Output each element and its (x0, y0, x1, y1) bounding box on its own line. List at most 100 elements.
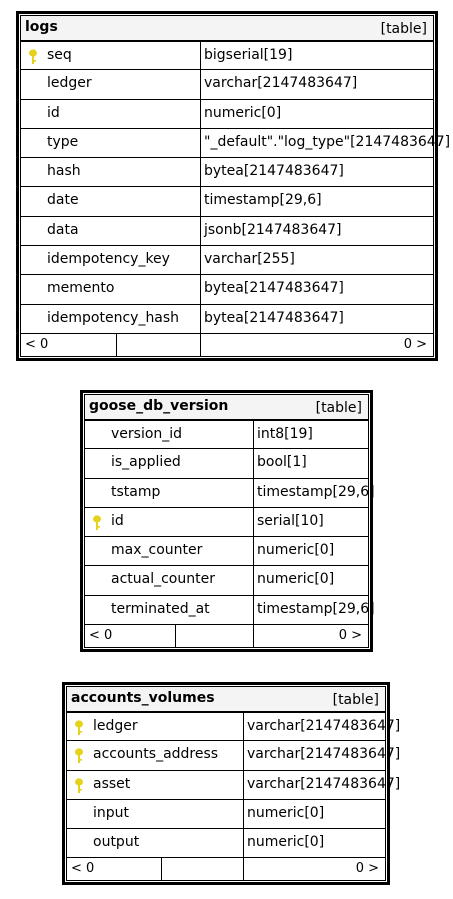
column-type-cell: varchar[2147483647] (244, 771, 400, 799)
column-row[interactable]: asset varchar[2147483647] (66, 770, 400, 800)
column-name-cell: id (21, 99, 201, 128)
table-name: accounts_volumes (71, 690, 215, 706)
table-goose-db-version[interactable]: goose_db_version[table] version_id int8[19… (80, 390, 375, 653)
column-type: jsonb[2147483647] (204, 221, 342, 238)
column-type-cell: numeric[0] (244, 800, 385, 828)
table-footer: < 0 0 > (66, 858, 386, 882)
scroll-left-indicator[interactable]: < 0 (71, 861, 95, 877)
footer-middle-cell (117, 333, 201, 356)
column-type: bytea[2147483647] (204, 309, 344, 326)
table-name: goose_db_version (89, 398, 229, 414)
column-name-cell: max_counter (85, 537, 254, 566)
column-type: bytea[2147483647] (204, 280, 344, 297)
column-type-cell: numeric[0] (254, 537, 368, 565)
column-type: timestamp[29,6] (257, 483, 375, 500)
column-type: numeric[0] (257, 542, 335, 559)
column-type-cell: timestamp[29,6] (201, 187, 433, 215)
column-name: terminated_at (111, 600, 210, 617)
scroll-left-indicator[interactable]: < 0 (89, 628, 113, 644)
column-type: int8[19] (257, 426, 313, 442)
column-type-cell: int8[19] (254, 421, 368, 448)
column-name: type (47, 133, 79, 150)
column-name-cell: is_applied (85, 449, 254, 478)
column-type: numeric[0] (247, 804, 325, 821)
column-name-cell: memento (21, 275, 201, 304)
column-type-cell: timestamp[29,6] (254, 479, 375, 507)
column-type: numeric[0] (257, 571, 335, 588)
column-name-cell: ledger (67, 713, 244, 741)
table-header[interactable]: accounts_volumes[table] (66, 686, 386, 712)
column-name-cell: accounts_address (67, 741, 244, 770)
column-name-cell: seq (21, 42, 201, 70)
column-name: id (111, 512, 124, 529)
column-row[interactable]: memento bytea[2147483647] (20, 275, 434, 305)
column-name-cell: actual_counter (85, 566, 254, 595)
table-header[interactable]: logs[table] (20, 15, 434, 41)
column-type: bool[1] (257, 454, 307, 471)
footer-left-cell: < 0 (85, 625, 176, 648)
scroll-left-indicator[interactable]: < 0 (25, 336, 49, 352)
key-icon (29, 49, 37, 64)
column-name: ledger (47, 75, 92, 92)
column-type-cell: bytea[2147483647] (201, 158, 433, 186)
footer-left-cell: < 0 (67, 858, 162, 881)
column-type: varchar[2147483647] (247, 746, 401, 763)
footer-left-cell: < 0 (21, 333, 117, 356)
key-icon (75, 748, 83, 764)
column-row[interactable]: type "_default"."log_type"[2147483647] (20, 128, 450, 159)
table-header[interactable]: goose_db_version[table] (84, 394, 369, 420)
column-type-cell: varchar[2147483647] (244, 713, 400, 740)
column-type: serial[10] (257, 512, 324, 529)
table-kind-label: [table] (380, 21, 427, 37)
key-icon (93, 515, 101, 530)
column-type: varchar[2147483647] (247, 718, 401, 734)
column-name: seq (47, 47, 72, 63)
column-name-cell: idempotency_hash (21, 304, 201, 333)
key-icon (75, 777, 83, 793)
column-type: timestamp[29,6] (204, 192, 322, 209)
column-row[interactable]: version_id int8[19] (84, 420, 369, 450)
column-row[interactable]: max_counter numeric[0] (84, 537, 369, 567)
column-type-cell: numeric[0] (254, 566, 368, 594)
column-name-cell: output (67, 829, 244, 858)
column-type-cell: jsonb[2147483647] (201, 217, 433, 245)
column-type: numeric[0] (247, 834, 325, 851)
column-type-cell: serial[10] (254, 508, 368, 536)
column-name: idempotency_key (47, 251, 170, 268)
scroll-right-indicator[interactable]: 0 > (403, 336, 427, 352)
column-type-cell: numeric[0] (244, 829, 385, 857)
column-type: numeric[0] (204, 104, 282, 121)
column-name: asset (93, 775, 131, 792)
column-type: "_default"."log_type"[2147483647] (204, 133, 451, 150)
table-footer: < 0 0 > (84, 625, 369, 649)
column-row[interactable]: tstamp timestamp[29,6] (84, 478, 375, 508)
scroll-right-indicator[interactable]: 0 > (338, 628, 362, 644)
column-name: max_counter (111, 542, 203, 559)
column-name: memento (47, 280, 115, 297)
scroll-right-indicator[interactable]: 0 > (355, 861, 379, 877)
column-type: varchar[2147483647] (247, 775, 401, 792)
column-name: tstamp (111, 483, 161, 500)
column-name: version_id (111, 426, 183, 442)
column-row[interactable]: id serial[10] (84, 507, 369, 538)
